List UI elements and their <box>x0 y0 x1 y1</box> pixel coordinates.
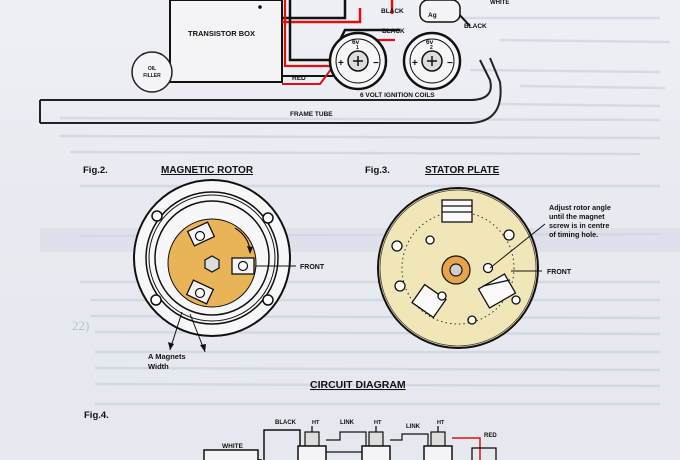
coils-caption: 6 VOLT IGNITION COILS <box>360 92 435 99</box>
circuit-ht-3: HT <box>437 420 445 426</box>
coil-right-voltage: 6v <box>426 39 434 46</box>
transistor-box-label: TRANSISTOR BOX <box>188 29 255 38</box>
circuit-white-label: WHITE <box>222 443 244 450</box>
bleed-line-number: 22) <box>72 318 89 333</box>
red-wire-lower <box>282 63 336 85</box>
magnets-width-label-1: A Magnets <box>148 352 186 361</box>
coil-right: 6v 2 + − <box>402 31 462 91</box>
top-wiring-diagram: FRAME TUBE TRANSISTOR BOX OIL FILLER Ag … <box>39 0 509 124</box>
circuit-red-wire <box>452 437 481 460</box>
fig2-title: MAGNETIC ROTOR <box>161 165 254 176</box>
white-label: WHITE <box>490 0 509 6</box>
circuit-red-label: RED <box>484 433 497 439</box>
black-label-3: BLACK <box>464 23 487 30</box>
frame-tube-label: FRAME TUBE <box>290 111 333 118</box>
svg-text:+: + <box>338 58 344 69</box>
coil-right-number: 2 <box>430 45 433 51</box>
fig3-note-3: screw is in centre <box>549 221 609 230</box>
black-label-2: BLACK <box>382 28 405 35</box>
red-wire-top <box>282 8 362 24</box>
fig3-note-2: until the magnet <box>549 212 605 221</box>
ag-label: Ag <box>428 12 437 19</box>
fig2-magnetic-rotor: Fig.2. MAGNETIC ROTOR FRONT <box>83 165 325 371</box>
circuit-ht-2: HT <box>374 420 382 426</box>
coil-left: 6v 1 + − <box>328 31 388 91</box>
svg-text:−: − <box>373 58 379 69</box>
fig3-stator-plate: Fig.3. STATOR PLATE FRO <box>365 165 611 349</box>
circuit-title: CIRCUIT DIAGRAM <box>310 379 406 391</box>
fig3-number: Fig.3. <box>365 165 390 176</box>
fig3-front-label: FRONT <box>547 269 572 276</box>
oil-filler-cap <box>131 51 173 93</box>
circuit-ht-1: HT <box>312 420 320 426</box>
fig3-note-4: of timing hole. <box>549 230 598 239</box>
black-label-1: BLACK <box>381 8 404 15</box>
svg-text:+: + <box>412 58 418 69</box>
fig2-number: Fig.2. <box>83 165 108 176</box>
circuit-link-1: LINK <box>340 420 355 426</box>
svg-text:−: − <box>447 58 453 69</box>
circuit-black-label: BLACK <box>275 420 297 426</box>
fig4-number: Fig.4. <box>84 410 109 421</box>
fig3-note-1: Adjust rotor angle <box>549 203 611 212</box>
fig2-front-label: FRONT <box>300 264 325 271</box>
red-label: RED <box>292 75 306 82</box>
fig4-circuit-diagram: CIRCUIT DIAGRAM Fig.4. WHITE BLACK HT LI… <box>84 379 497 460</box>
oil-filler-label-1: OIL <box>148 66 156 72</box>
transistor-box <box>169 0 283 83</box>
fig3-title: STATOR PLATE <box>425 165 500 176</box>
coil-left-number: 1 <box>356 45 359 51</box>
circuit-link-2: LINK <box>406 424 421 430</box>
magnets-width-label-2: Width <box>148 362 169 371</box>
oil-filler-label-2: FILLER <box>143 73 161 79</box>
coil-left-voltage: 6v <box>352 39 360 46</box>
